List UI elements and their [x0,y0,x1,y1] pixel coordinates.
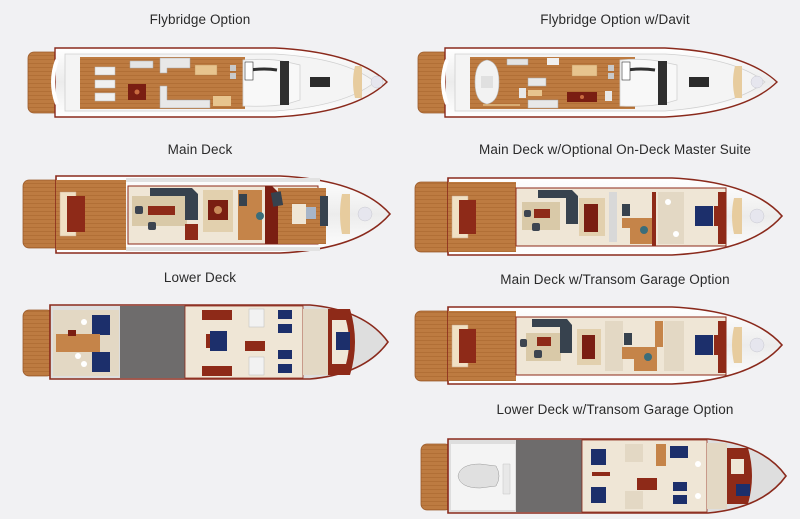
deck-plan-main-deck [20,172,395,257]
plan-title-main-deck-garage: Main Deck w/Transom Garage Option [500,272,730,287]
plan-title-main-deck: Main Deck [167,142,233,157]
deck-plan-lower-deck [20,300,390,385]
deck-plan-flybridge-davit [415,40,785,125]
deck-plan-main-deck-transom-garage [412,305,787,390]
plan-title-main-deck-master: Main Deck w/Optional On-Deck Master Suit… [479,142,751,157]
plan-title-flybridge-davit: Flybridge Option w/Davit [540,12,690,27]
deck-plan-main-deck-master-suite [412,176,787,261]
deck-plan-lower-deck-transom-garage [418,434,788,519]
plan-title-lower-deck: Lower Deck [163,270,237,285]
deck-plan-flybridge [25,40,395,125]
plan-title-flybridge: Flybridge Option [149,12,251,27]
plan-title-lower-deck-garage: Lower Deck w/Transom Garage Option [496,402,734,417]
